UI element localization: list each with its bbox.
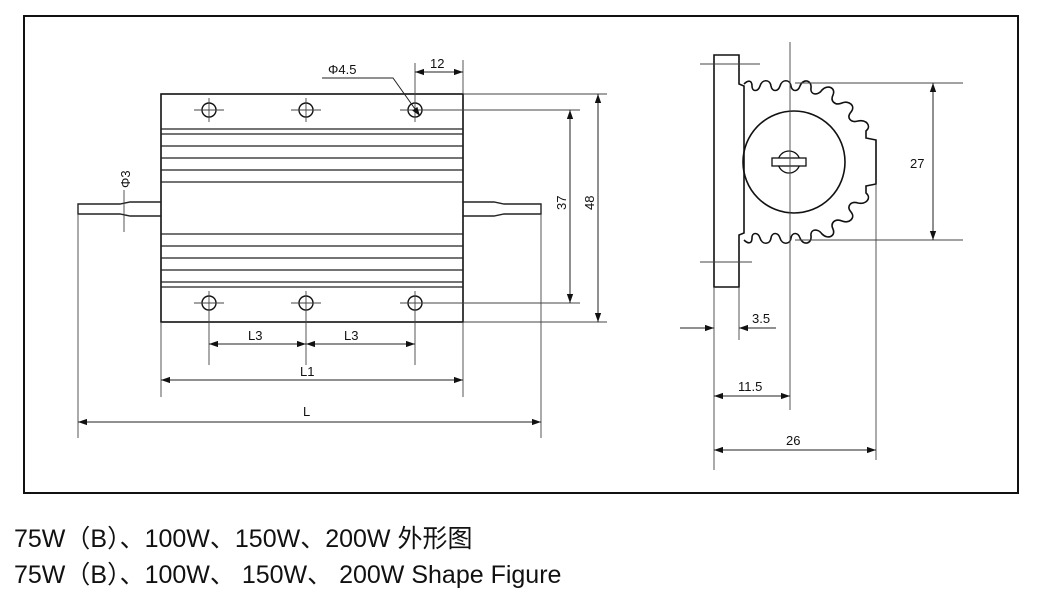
heat-sink-profile [743,79,877,245]
front-view: Φ4.5 12 Φ3 37 48 L3 L3 L1 L [77,56,607,438]
drawing-frame [23,15,1019,494]
resistor-body [160,93,464,323]
caption-english: 75W（B）、100W、 150W、 200W Shape Figure [14,561,562,589]
dim-body-length: L1 [300,364,314,379]
dim-total-depth: 26 [786,433,800,448]
heat-sink-fins [161,128,463,288]
dim-hole-pitch-v: 37 [554,196,569,210]
shape-figure-drawing: Φ4.5 12 Φ3 37 48 L3 L3 L1 L [23,15,1019,494]
mounting-holes-top [194,63,430,122]
dim-lead-dia: Φ3 [118,170,133,188]
left-lead [77,201,161,217]
dim-hole-pitch-h-2: L3 [344,328,358,343]
extension-lines [77,60,607,438]
dim-total-length: L [303,404,310,419]
dim-hole-dia: Φ4.5 [328,62,356,77]
right-lead [463,201,542,217]
dim-center-offset: 11.5 [738,379,762,394]
dim-side-height: 27 [910,156,924,171]
base-plate [713,54,745,288]
mounting-holes-bottom [194,291,430,365]
dim-hole-pitch-h-1: L3 [248,328,262,343]
dim-base-thickness: 3.5 [752,311,770,326]
core-cylinder [742,110,846,214]
dim-hole-offset: 12 [430,56,444,71]
side-view: 27 3.5 11.5 26 [680,42,963,470]
terminal-slot [771,157,807,167]
side-extension-lines [713,42,963,470]
dim-height: 48 [582,196,597,210]
caption-chinese: 75W（B）、100W、150W、200W 外形图 [14,525,473,553]
